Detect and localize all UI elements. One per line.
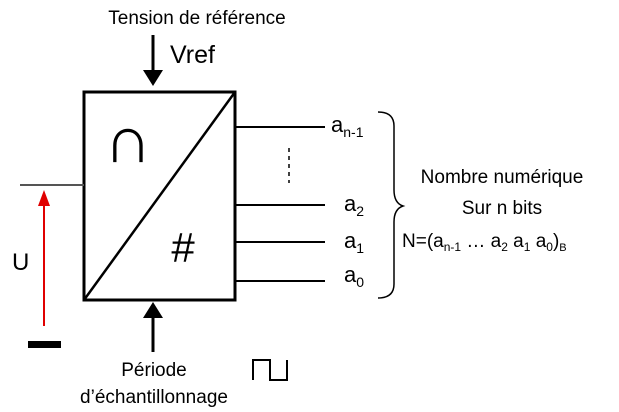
output-label-a2: a2 [344, 191, 364, 219]
reference-arrow-head [143, 70, 163, 86]
clock-label-line-2: d’échantillonnage [80, 387, 228, 408]
ground-bar [28, 341, 61, 348]
input-voltage-arrow-head [38, 190, 50, 206]
clock-pulse-icon [252, 359, 288, 381]
digital-symbol: # [171, 224, 195, 271]
clock-label-line-1: Période [121, 360, 187, 381]
input-voltage-label: U [12, 249, 29, 276]
analog-symbol: ∩ [104, 102, 152, 176]
result-formula: N=(an-1 … a2 a1 a0)B [402, 231, 567, 254]
reference-caption: Tension de référence [108, 8, 285, 29]
vref-label: Vref [170, 41, 215, 69]
output-brace [377, 111, 406, 299]
result-line-1: Nombre numérique [421, 167, 584, 188]
converter-diagonal [82, 91, 237, 301]
clock-arrow-head [143, 302, 163, 318]
converter-box [82, 90, 237, 302]
output-label-msb: an-1 [331, 112, 364, 140]
output-label-a0: a0 [344, 262, 364, 290]
result-line-2: Sur n bits [462, 198, 542, 219]
output-label-a1: a1 [344, 228, 364, 256]
